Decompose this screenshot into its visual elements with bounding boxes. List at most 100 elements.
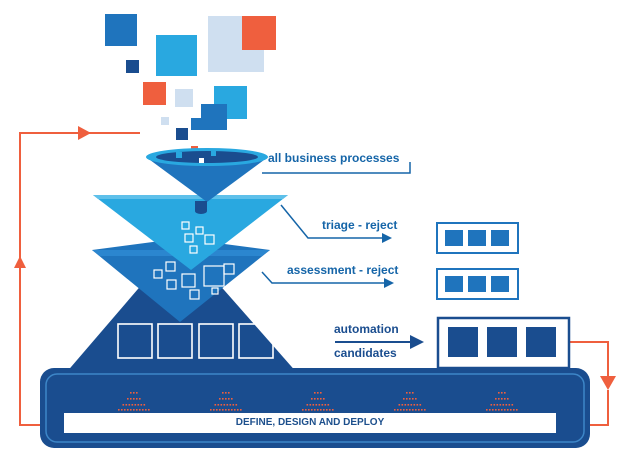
dot <box>219 409 221 411</box>
dot <box>511 404 514 406</box>
dot <box>314 398 316 400</box>
dot <box>323 409 325 411</box>
pyramid-boxes <box>117 323 274 359</box>
dot <box>329 409 331 411</box>
dot <box>317 409 319 411</box>
dot <box>311 409 313 411</box>
dot <box>326 409 328 411</box>
dot <box>496 404 499 406</box>
filtered-items <box>153 221 235 300</box>
label-triage-reject: triage - reject <box>322 218 398 232</box>
dot <box>490 404 493 406</box>
label-all-business-processes: all business processes <box>268 151 400 165</box>
dot <box>415 398 417 400</box>
dot <box>127 398 129 400</box>
dot <box>302 409 304 411</box>
dot <box>413 404 416 406</box>
dot <box>139 409 141 411</box>
dot <box>516 409 518 411</box>
dot <box>489 409 491 411</box>
dot <box>222 409 224 411</box>
dot <box>320 409 322 411</box>
dot <box>133 398 135 400</box>
dot <box>133 409 135 411</box>
dot <box>130 409 132 411</box>
dot <box>332 409 334 411</box>
dot <box>397 409 399 411</box>
dot <box>219 398 221 400</box>
dot <box>507 398 509 400</box>
label-define-design-deploy: DEFINE, DESIGN AND DEPLOY <box>235 417 385 428</box>
dot <box>504 398 506 400</box>
dot <box>321 404 324 406</box>
dot <box>225 409 227 411</box>
dot <box>237 409 239 411</box>
dot <box>401 404 404 406</box>
dot <box>234 409 236 411</box>
dot <box>136 392 138 394</box>
dot <box>495 409 497 411</box>
dot <box>502 404 505 406</box>
dot <box>403 398 405 400</box>
dot <box>505 404 508 406</box>
dot <box>216 409 218 411</box>
triage-reject-box <box>436 222 519 254</box>
dot <box>501 398 503 400</box>
deploy-bar <box>40 368 590 448</box>
dot <box>214 404 217 406</box>
dot <box>229 404 232 406</box>
dot <box>407 404 410 406</box>
triage-connector <box>280 204 392 243</box>
dot <box>409 409 411 411</box>
dot <box>133 392 135 394</box>
dot <box>406 398 408 400</box>
dot <box>222 392 224 394</box>
dot <box>404 404 407 406</box>
dot <box>311 398 313 400</box>
dot <box>118 409 120 411</box>
dot <box>398 404 401 406</box>
dot <box>122 404 125 406</box>
feedback-loop <box>14 126 616 426</box>
dot <box>121 409 123 411</box>
dot <box>416 404 419 406</box>
dot <box>139 398 141 400</box>
dot <box>327 404 330 406</box>
loop-up-arrow <box>14 256 26 268</box>
dot <box>409 392 411 394</box>
dot <box>501 392 503 394</box>
dot <box>213 409 215 411</box>
dot <box>493 404 496 406</box>
dot <box>145 409 147 411</box>
dot <box>318 404 321 406</box>
dot <box>412 409 414 411</box>
dot <box>148 409 150 411</box>
dot <box>228 398 230 400</box>
dot <box>412 398 414 400</box>
dot <box>421 409 423 411</box>
dot <box>507 409 509 411</box>
dot <box>513 409 515 411</box>
dot <box>400 409 402 411</box>
floating-squares <box>105 14 276 153</box>
dot <box>225 392 227 394</box>
dot <box>409 398 411 400</box>
assessment-layer <box>92 240 270 322</box>
dot <box>314 409 316 411</box>
all-processes-connector <box>262 162 411 174</box>
dot <box>127 409 129 411</box>
dot <box>501 409 503 411</box>
dot <box>308 409 310 411</box>
assessment-connector <box>261 271 394 288</box>
dot <box>486 409 488 411</box>
dot <box>499 404 502 406</box>
dot <box>498 409 500 411</box>
dot <box>410 404 413 406</box>
dot <box>124 409 126 411</box>
dot <box>309 404 312 406</box>
dot <box>223 404 226 406</box>
dot <box>240 409 242 411</box>
dot <box>498 392 500 394</box>
